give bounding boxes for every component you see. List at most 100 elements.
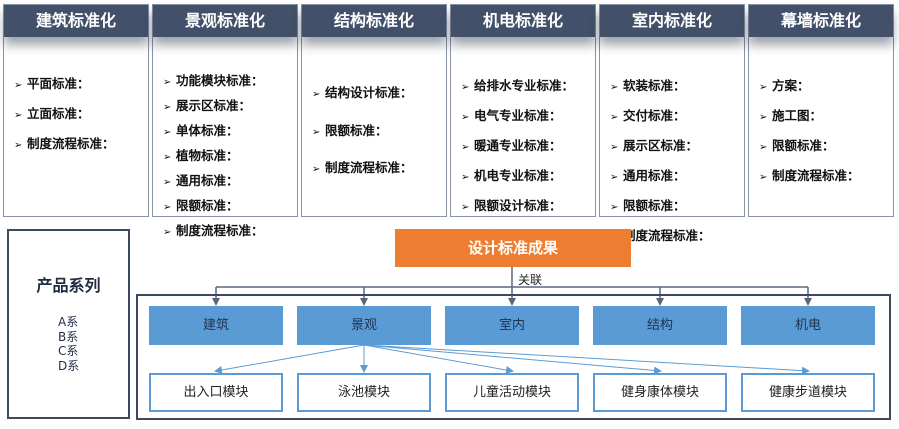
- arrow-bullet-icon: ➢: [163, 227, 172, 238]
- category-item: ➢暖通专业标准：: [461, 135, 562, 154]
- category-item-label: 植物标准：: [176, 148, 239, 163]
- category-item-label: 展示区标准：: [623, 138, 699, 153]
- category-item: ➢ 制度流程标准：: [312, 157, 413, 176]
- arrow-bullet-icon: ➢: [14, 110, 23, 121]
- category-item: ➢限额标准：: [312, 120, 388, 139]
- discipline-module-frame: [136, 294, 891, 420]
- category-item: ➢给排水专业标准：: [461, 75, 574, 94]
- category-column: 结构标准化➢结构设计标准：➢限额标准：➢制度流程标准：: [301, 4, 447, 217]
- category-item-label: 功能模块标准：: [176, 73, 264, 88]
- category-item-label: 软装标准：: [623, 78, 686, 93]
- category-item: ➢ 平面标准：: [14, 73, 90, 92]
- product-series-item: A系: [58, 315, 79, 329]
- category-item: ➢ 结构设计标准：: [312, 82, 413, 101]
- product-series-item: B系: [58, 329, 79, 344]
- product-series-item: C系: [58, 344, 79, 358]
- design-standard-result-box: 设计标准成果: [395, 229, 631, 267]
- arrow-bullet-icon: ➢: [610, 142, 619, 153]
- arrow-bullet-icon: ➢: [610, 112, 619, 123]
- arrow-bullet-icon: ➢: [610, 202, 619, 213]
- relation-label: 关联: [518, 273, 543, 287]
- arrow-bullet-icon: ➢: [610, 172, 619, 183]
- category-item: ➢ 限额标准：: [163, 195, 239, 214]
- category-item: ➢植物标准：: [163, 145, 239, 164]
- category-column: 机电标准化➢给排水专业标准：➢电气专业标准：➢暖通专业标准：➢机电专业标准：➢限…: [450, 4, 596, 243]
- category-item: ➢ 施工图：: [759, 105, 822, 124]
- arrow-bullet-icon: ➢: [759, 112, 768, 123]
- category-item: ➢制度流程标准：: [759, 165, 860, 184]
- arrow-bullet-icon: ➢: [163, 177, 172, 188]
- arrow-bullet-icon: ➢: [163, 202, 172, 213]
- category-item-label: 限额设计标准：: [474, 198, 562, 213]
- category-item: ➢ 制度流程标准：: [163, 220, 264, 239]
- category-item-label: 限额标准：: [176, 198, 239, 213]
- category-column: 建筑标准化 ➢ 平面标准： ➢立面标准： ➢制度流程标准：: [3, 4, 149, 217]
- module-arrow: [214, 344, 365, 374]
- category-title: 结构标准化: [302, 5, 446, 37]
- category-item-label: 制度流程标准：: [176, 223, 264, 238]
- category-item: ➢ 软装标准：: [610, 75, 686, 94]
- category-column: 景观标准化➢功能模块标准：➢展示区标准：➢单体标准：➢植物标准：➢通用标准：➢限…: [152, 4, 298, 238]
- discipline-architecture: 建筑: [149, 306, 283, 345]
- category-item: ➢ 通用标准：: [163, 170, 239, 189]
- landscape-to-module-arrows: [214, 344, 810, 375]
- category-title: 景观标准化: [153, 5, 297, 37]
- category-item: ➢制度流程标准：: [14, 133, 115, 152]
- category-title: 幕墙标准化: [749, 5, 893, 37]
- discipline-structure: 结构: [593, 306, 727, 345]
- module-children-play: 儿童活动模块: [445, 373, 579, 412]
- category-item: ➢ 通用标准：: [610, 165, 686, 184]
- arrow-bullet-icon: ➢: [163, 102, 172, 113]
- arrow-bullet-icon: ➢: [14, 80, 23, 91]
- category-item: ➢限额设计标准：: [461, 195, 562, 214]
- category-item: ➢ 展示区标准：: [163, 95, 251, 114]
- arrow-bullet-icon: ➢: [461, 112, 470, 123]
- category-title: 建筑标准化: [4, 5, 148, 37]
- module-arrow: [363, 344, 514, 374]
- category-item: ➢ 单体标准：: [163, 120, 239, 139]
- category-item: ➢ 电气专业标准：: [461, 105, 562, 124]
- category-item-label: 机电专业标准：: [474, 168, 562, 183]
- product-series-item: D系: [58, 358, 80, 373]
- arrow-bullet-icon: ➢: [163, 127, 172, 138]
- category-item-label: 电气专业标准：: [474, 108, 562, 123]
- product-series-box: 产品系列 A系 B系 C系 D系: [7, 229, 130, 419]
- category-item: ➢功能模块标准：: [163, 70, 264, 89]
- arrow-bullet-icon: ➢: [312, 89, 321, 100]
- module-health-trail: 健康步道模块: [741, 373, 875, 412]
- category-title: 室内标准化: [600, 5, 744, 37]
- arrow-bullet-icon: ➢: [461, 172, 470, 183]
- category-item: ➢立面标准：: [14, 103, 90, 122]
- arrow-bullet-icon: ➢: [14, 140, 23, 151]
- product-series-title: 产品系列: [36, 276, 101, 295]
- arrow-bullet-icon: ➢: [461, 142, 470, 153]
- module-entrance: 出入口模块: [149, 373, 283, 412]
- category-item-label: 给排水专业标准：: [474, 78, 575, 93]
- module-fitness: 健身康体模块: [593, 373, 727, 412]
- category-item-label: 方案：: [772, 78, 810, 93]
- module-arrow: [363, 344, 810, 375]
- discipline-interior: 室内: [445, 306, 579, 345]
- category-item-label: 展示区标准：: [176, 98, 252, 113]
- category-item-label: 施工图：: [772, 108, 823, 123]
- category-item-label: 通用标准：: [623, 168, 686, 183]
- arrow-bullet-icon: ➢: [312, 126, 321, 138]
- arrow-bullet-icon: ➢: [610, 82, 619, 93]
- category-item: ➢ 展示区标准：: [610, 135, 698, 154]
- category-item-label: 结构设计标准：: [325, 85, 413, 100]
- category-column: 室内标准化➢软装标准：➢交付标准：➢展示区标准：➢通用标准：➢限额标准：➢制度流…: [599, 4, 745, 243]
- module-arrow: [363, 344, 662, 375]
- category-item: ➢ 机电专业标准：: [461, 165, 562, 184]
- discipline-landscape: 景观: [297, 306, 431, 345]
- category-item-label: 限额标准：: [623, 198, 686, 213]
- arrow-bullet-icon: ➢: [312, 164, 321, 175]
- category-item: ➢方案：: [759, 75, 810, 94]
- category-item-label: 平面标准：: [27, 76, 90, 91]
- product-series-list: A系 B系 C系 D系: [58, 315, 79, 373]
- category-item: ➢ 限额标准：: [610, 195, 686, 214]
- category-item-label: 制度流程标准：: [325, 160, 413, 175]
- category-item-label: 单体标准：: [176, 123, 239, 138]
- arrow-bullet-icon: ➢: [759, 172, 768, 183]
- category-item-label: 通用标准：: [176, 173, 239, 188]
